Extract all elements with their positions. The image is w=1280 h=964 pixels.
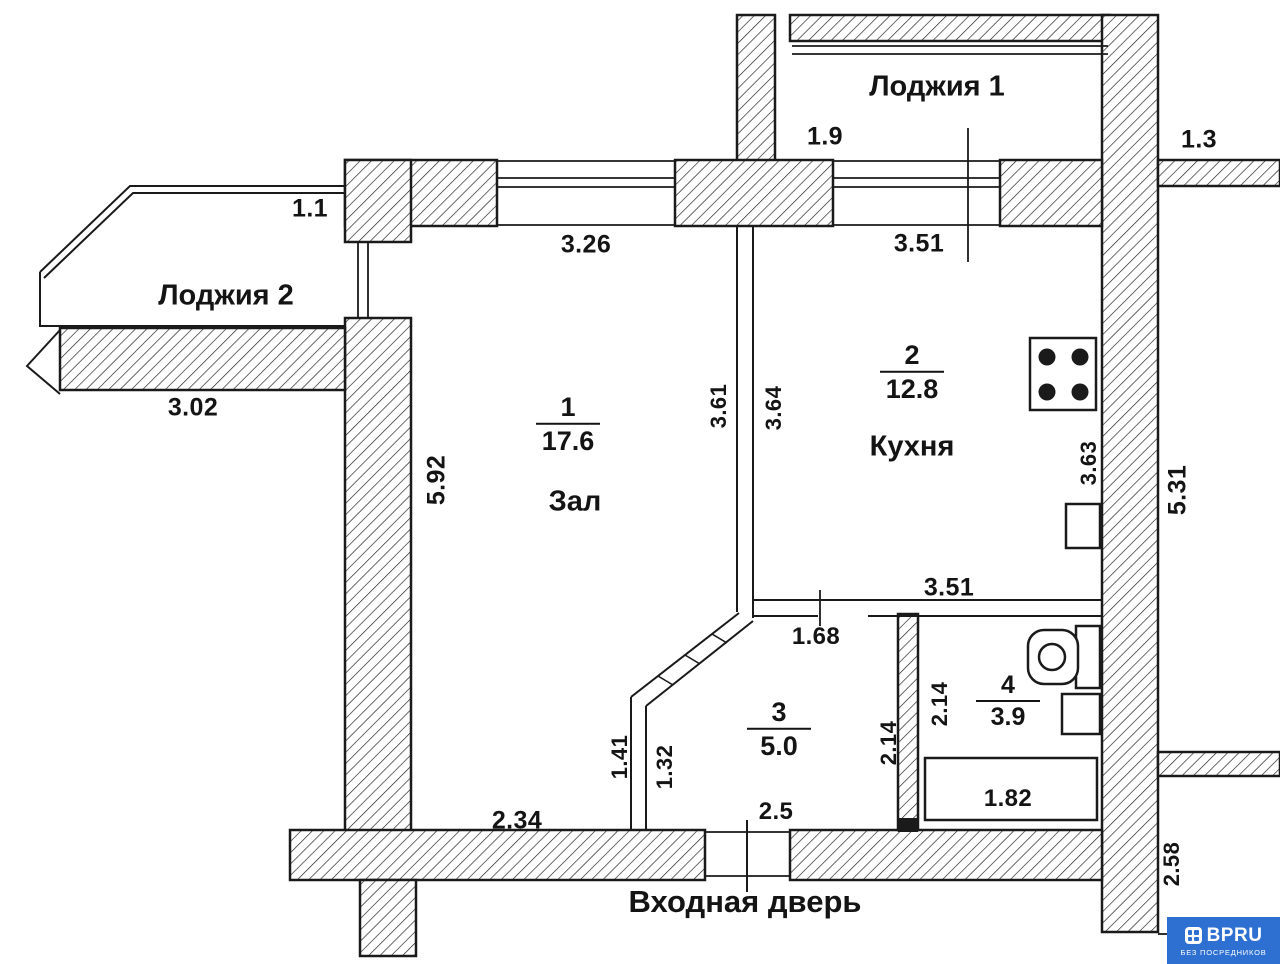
bpru-brand: BPRU [1206,924,1263,946]
dim-bottom-right: 2.58 [1159,841,1184,887]
walls-hatched [58,13,1280,958]
kitchen-bottom-wall [753,599,1102,617]
window-room2 [833,160,1000,226]
dim-hall-left-outer: 1.41 [607,734,632,780]
dim-right-side: 5.31 [1163,464,1192,516]
room2-label: 2 12.8 [880,340,944,404]
stove [1028,336,1098,412]
dim-hall-left-inner: 1.32 [652,744,677,790]
loggia1-window [792,45,1108,55]
loggia2-band-arrow [25,329,61,395]
stove-burner [1038,348,1056,366]
bathroom-sink [1060,692,1102,736]
dim-hall-top: 1.68 [791,623,841,650]
dim-hall-wall-left: 2.14 [876,720,901,766]
bpru-tagline: БЕЗ ПОСРЕДНИКОВ [1180,947,1267,957]
room2-number: 2 [880,340,944,373]
room1-name: Зал [548,485,602,518]
dim-entrance-width: 2.5 [758,798,794,825]
thin-walls-and-windows [25,45,1172,935]
loggia2-doorway [345,241,411,319]
dim-loggia2-length: 3.02 [167,393,219,422]
room3-area: 5.0 [760,731,798,761]
stove-burner [1071,348,1089,366]
wall-left-upper [343,158,413,244]
wall-top-right-stub [1156,158,1280,188]
chamfer-hatch-ticks [657,633,728,686]
stove-burner [1038,383,1056,401]
room1-number: 1 [536,392,600,425]
loggia2-outline [39,185,345,327]
wall-bottom-right [788,828,1104,882]
entrance-label: Входная дверь [628,884,862,919]
room4-label: 4 3.9 [976,671,1040,731]
toilet-drain [1037,642,1067,672]
dim-room1-top: 3.26 [560,230,612,259]
room1-label: 1 17.6 [536,392,600,456]
room2-name: Кухня [869,430,955,463]
wall-loggia2-band [58,326,347,392]
room3-number: 3 [747,697,811,730]
bpru-grid-icon [1184,927,1202,944]
wall-right-stub [1156,750,1280,778]
wall-left-lower [343,316,413,834]
wall-loggia1-top [788,13,1112,43]
window-room1 [497,160,675,226]
wall-bottom-left [288,828,707,882]
dim-room2-top: 3.51 [893,229,945,258]
loggia1-name: Лоджия 1 [869,70,1005,103]
dim-bath-wall-right: 2.14 [927,681,952,727]
fixtures [898,336,1102,832]
room4-number: 4 [976,671,1040,702]
dim-partition-right: 3.64 [761,385,786,431]
room3-label: 3 5.0 [747,697,811,761]
stove-burner [1071,383,1089,401]
toilet-tank [1074,624,1102,690]
wall-right [1100,13,1160,934]
wall-top-b [673,158,835,228]
dim-room1-bottom: 2.34 [491,806,543,835]
dim-room1-left: 5.92 [422,454,451,506]
bathtub [923,756,1099,822]
dim-bath-bottom: 1.82 [983,785,1033,812]
wall-bottom-stub [358,878,418,958]
dim-loggia2-end: 1.1 [292,194,328,223]
wall-corner-block [898,818,918,832]
dim-loggia1-width: 1.9 [807,122,843,151]
hallway-left-wall [630,697,647,830]
wall-loggia1-left [735,13,777,163]
dim-room2-right: 3.63 [1076,440,1101,486]
kitchen-sink [1064,502,1102,550]
partition-wall [736,226,754,618]
dim-partition-left: 3.61 [706,383,731,429]
room1-area: 17.6 [541,426,595,456]
wall-top-c [998,158,1104,228]
dim-top-right: 1.3 [1181,125,1217,154]
room2-area: 12.8 [885,374,939,404]
bpru-logo-row: BPRU [1184,924,1263,947]
dim-room2-bottom: 3.51 [923,573,975,602]
room4-area: 3.9 [990,703,1026,731]
loggia2-name: Лоджия 2 [158,279,294,312]
bpru-watermark: BPRU БЕЗ ПОСРЕДНИКОВ [1167,917,1280,964]
